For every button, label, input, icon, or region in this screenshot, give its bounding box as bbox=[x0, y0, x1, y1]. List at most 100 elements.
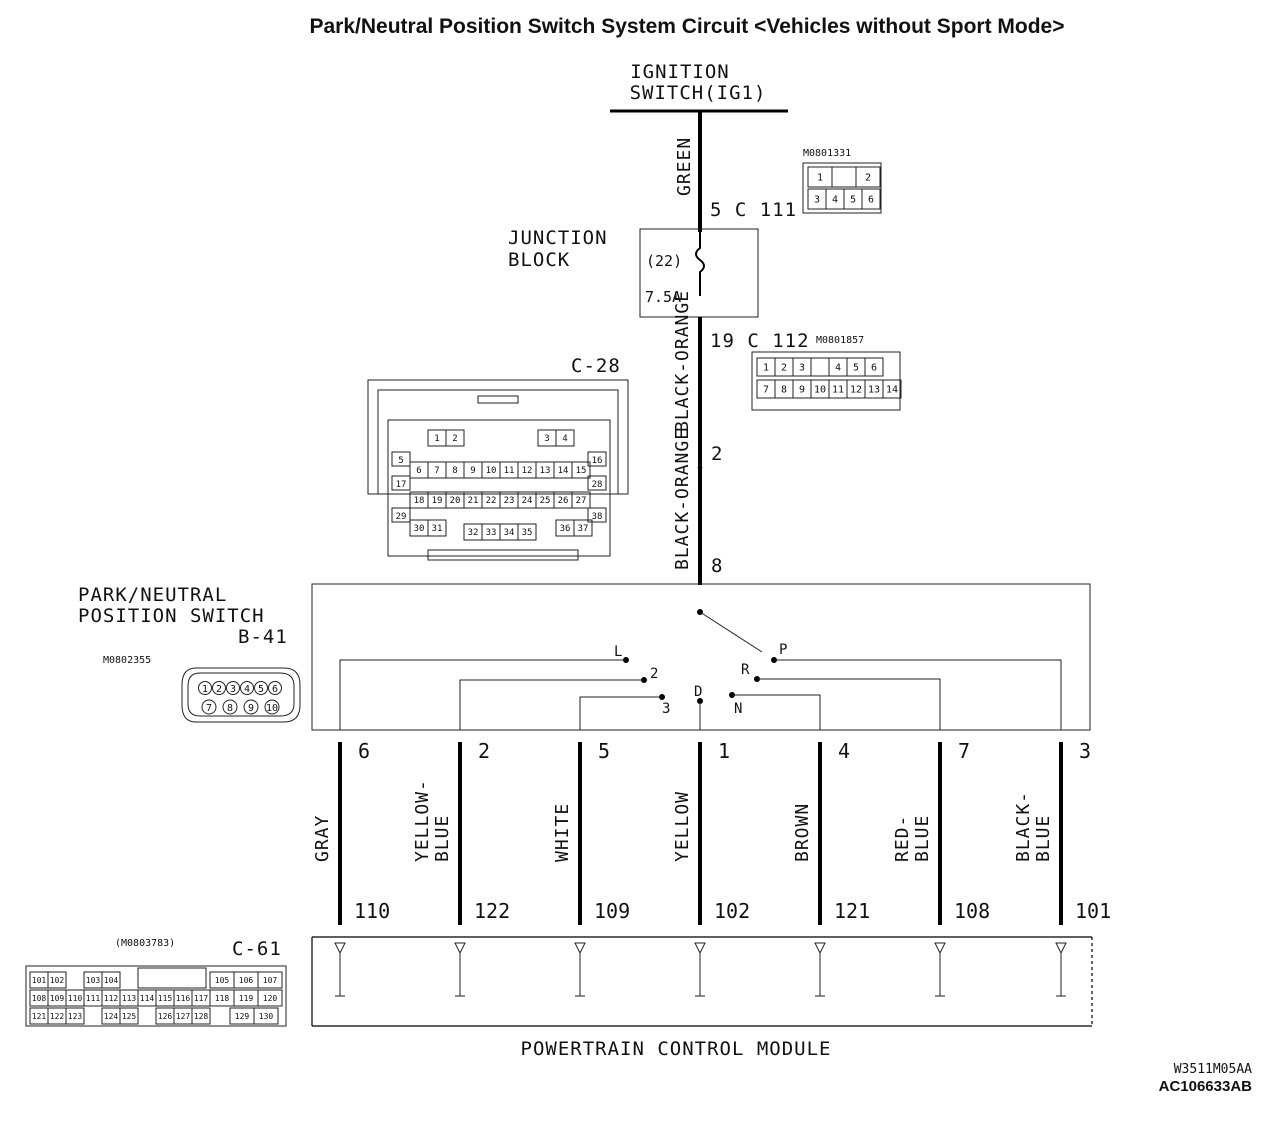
connector-m0801331-pin: 1 bbox=[817, 173, 823, 184]
wire-color-label: GRAY bbox=[312, 815, 333, 862]
pcm-pin-number: 102 bbox=[714, 899, 750, 923]
c61-pin: 109 bbox=[50, 994, 65, 1003]
connector-m0801857-pin: 10 bbox=[814, 385, 826, 396]
b41-pin: 2 bbox=[216, 684, 222, 695]
c61-pin: 103 bbox=[86, 976, 101, 985]
b41-cavity bbox=[268, 681, 282, 695]
pcm-terminal bbox=[934, 942, 946, 955]
c28-pin: 3 bbox=[544, 434, 549, 444]
connector-m0801331-pin: 6 bbox=[868, 195, 874, 206]
c28-pin: 18 bbox=[414, 496, 425, 506]
connector-m0801857-code: M0801857 bbox=[816, 335, 864, 346]
c28-pin: 27 bbox=[576, 496, 587, 506]
switch-internal-line bbox=[339, 659, 626, 730]
b41-pin: 6 bbox=[272, 684, 278, 695]
c28-cavity bbox=[571, 491, 591, 509]
c28-pin: 7 bbox=[434, 466, 439, 476]
connector-m0801857-pin: 7 bbox=[763, 385, 769, 396]
diagram-title: Park/Neutral Position Switch System Circ… bbox=[309, 15, 1064, 38]
switch-pin-number: 7 bbox=[958, 739, 970, 763]
c61-pin: 127 bbox=[176, 1012, 191, 1021]
connector-m0801857-cavity bbox=[864, 357, 884, 377]
c61-cavity bbox=[257, 971, 283, 989]
c28-pin: 23 bbox=[504, 496, 515, 506]
c61-pin: 104 bbox=[104, 976, 119, 985]
wire-color-upper: GREEN bbox=[674, 137, 695, 196]
park-neutral-switch: PARK/NEUTRAL POSITION SWITCH B-41 M08023… bbox=[78, 583, 1091, 731]
c61-cavity bbox=[101, 971, 121, 989]
ignition-switch: IGNITION SWITCH(IG1) bbox=[610, 61, 788, 113]
c28-pin: 26 bbox=[558, 496, 569, 506]
c28-pin: 25 bbox=[540, 496, 551, 506]
pcm-connector-outline bbox=[25, 965, 287, 1027]
b41-cavity bbox=[222, 699, 238, 715]
junction-block-line2: BLOCK bbox=[508, 249, 570, 271]
junction-block-line1: JUNCTION bbox=[508, 227, 608, 249]
b41-cavity bbox=[198, 681, 212, 695]
b41-pin: 1 bbox=[202, 684, 208, 695]
c28-label: C-28 bbox=[571, 355, 621, 377]
c28-pin: 10 bbox=[486, 466, 497, 476]
connector-m0801331-cavity bbox=[831, 166, 857, 188]
c61-pin: 105 bbox=[215, 976, 230, 985]
c61-pin: 122 bbox=[50, 1012, 65, 1021]
c28-pin: 2 bbox=[452, 434, 457, 444]
junction-bottom-connector: 19 C 112 bbox=[710, 330, 810, 352]
b41-cavity bbox=[240, 681, 254, 695]
b41-pin: 4 bbox=[244, 684, 250, 695]
switch-position-label: 3 bbox=[662, 701, 670, 717]
c28-pin: 20 bbox=[450, 496, 461, 506]
c61-cavity bbox=[65, 1007, 85, 1025]
b41-pin: 5 bbox=[258, 684, 264, 695]
pcm-terminal bbox=[574, 942, 586, 955]
switch-pin-number: 3 bbox=[1079, 739, 1091, 763]
wire-color-c28-bottom: BLACK-ORANGE bbox=[672, 428, 693, 570]
reference-code-1: W3511M05AA bbox=[1174, 1062, 1252, 1077]
wire-color-label: BROWN bbox=[792, 803, 813, 862]
c28-pin: 29 bbox=[396, 512, 407, 522]
wire-color-part: BLUE bbox=[1033, 815, 1054, 862]
c61-pin: 117 bbox=[194, 994, 209, 1003]
c61-pin: 114 bbox=[140, 994, 155, 1003]
c28-inner-shell bbox=[377, 389, 619, 495]
switch-pin-number: 1 bbox=[718, 739, 730, 763]
pcm-label: POWERTRAIN CONTROL MODULE bbox=[521, 1038, 832, 1060]
wire-color-part: BLUE bbox=[432, 815, 453, 862]
connector-m0801857-pin: 2 bbox=[781, 363, 787, 374]
c61-pin: 120 bbox=[263, 994, 278, 1003]
c28-pin: 13 bbox=[540, 466, 551, 476]
c28-pin: 30 bbox=[414, 524, 425, 534]
c28-pin: 14 bbox=[558, 466, 569, 476]
c61-pin: 129 bbox=[235, 1012, 250, 1021]
pcm-pin-number: 110 bbox=[354, 899, 390, 923]
switch-position-label: D bbox=[694, 684, 702, 700]
connector-m0801857-pin: 6 bbox=[871, 363, 877, 374]
connector-m0801331-pin: 4 bbox=[832, 195, 838, 206]
switch-pin-number: 4 bbox=[838, 739, 850, 763]
b41-cavity bbox=[212, 681, 226, 695]
c28-cavity bbox=[427, 519, 447, 537]
c61-cavity bbox=[47, 971, 67, 989]
c28-pin-bottom: 8 bbox=[711, 555, 723, 577]
wire-color-label: WHITE bbox=[552, 803, 573, 862]
switch-connector-inner bbox=[187, 672, 295, 717]
switch-pin-number: 5 bbox=[598, 739, 610, 763]
connector-m0801857-pin: 3 bbox=[799, 363, 805, 374]
switch-position-label: 2 bbox=[650, 666, 658, 682]
c28-pin: 11 bbox=[504, 466, 515, 476]
wire-color-c28-top: BLACK-ORANGE bbox=[672, 290, 693, 432]
c61-latch bbox=[137, 967, 207, 989]
switch-housing bbox=[311, 583, 1091, 731]
switch-pin-number: 2 bbox=[478, 739, 490, 763]
b41-cavity bbox=[254, 681, 268, 695]
c28-latch bbox=[477, 395, 519, 404]
pcm-terminal bbox=[814, 942, 826, 955]
c61-pin: 102 bbox=[50, 976, 65, 985]
pcm-terminal bbox=[694, 942, 706, 955]
switch-connector-code: M0802355 bbox=[103, 655, 151, 666]
connector-m0801857-pin: 13 bbox=[868, 385, 880, 396]
wire-color-label: YELLOW bbox=[672, 791, 693, 862]
